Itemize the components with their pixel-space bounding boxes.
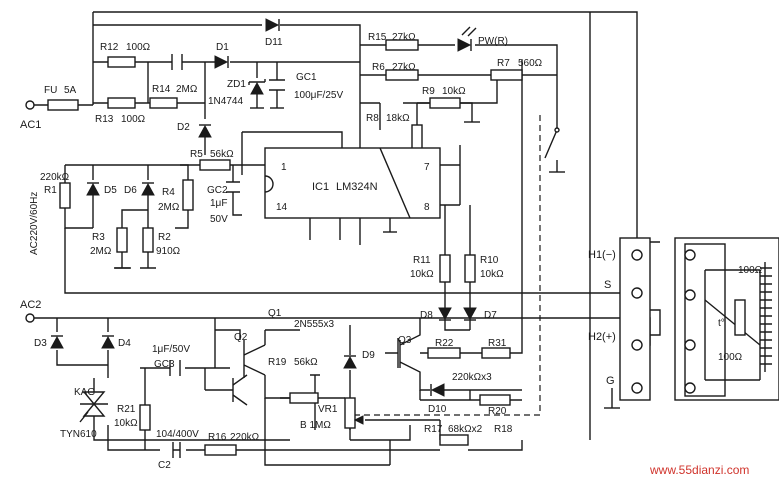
ic-pin-14: 14: [276, 202, 288, 213]
r15-value: 27kΩ: [392, 32, 416, 43]
d4-label: D4: [118, 338, 131, 349]
r-group-value: 220kΩx3: [452, 372, 492, 383]
dashed-links: [355, 115, 541, 416]
ic-pin-8: 8: [424, 202, 430, 213]
r11-value: 10kΩ: [410, 269, 434, 280]
ac1-label: AC1: [20, 119, 41, 131]
zd1-part: 1N4744: [208, 96, 243, 107]
c2-label: C2: [158, 460, 171, 471]
d2-label: D2: [177, 122, 190, 133]
fuse-rating: 5A: [64, 85, 77, 96]
r14-label: R14: [152, 84, 171, 95]
r8-value: 18kΩ: [386, 113, 410, 124]
component-bodies: [25, 18, 779, 458]
s-label: S: [604, 279, 611, 291]
r2-label: R2: [158, 232, 171, 243]
d3-label: D3: [34, 338, 47, 349]
q3-label: Q3: [398, 335, 412, 346]
r7-label: R7: [497, 58, 510, 69]
h1-label: H1(−): [588, 249, 616, 261]
d10-label: D10: [428, 404, 447, 415]
r17-label: R17: [424, 424, 443, 435]
r19-value: 56kΩ: [294, 357, 318, 368]
r13-value: 100Ω: [121, 114, 146, 125]
r12-label: R12: [100, 42, 119, 53]
r8-label: R8: [366, 113, 379, 124]
r11-label: R11: [413, 255, 431, 266]
r19-label: R19: [268, 357, 287, 368]
component-labels: FU 5A AC1 R12 100Ω R13 100Ω R14 2MΩ D1 D…: [20, 32, 763, 477]
r1-label: R1: [44, 185, 57, 196]
gc1-label: GC1: [296, 72, 317, 83]
r13-label: R13: [95, 114, 114, 125]
vr1-value: B 1MΩ: [300, 420, 331, 431]
r22-label: R22: [435, 338, 454, 349]
r6-value: 27kΩ: [392, 62, 416, 73]
h2-label: H2(+): [588, 331, 616, 343]
d1-label: D1: [216, 42, 229, 53]
r5-label: R5: [190, 149, 203, 160]
gc1-value: 100μF/25V: [294, 90, 343, 101]
pw-led-label: PW(R): [478, 36, 508, 47]
kag-label: KAG: [74, 387, 95, 398]
sensor-r-bottom: 100Ω: [718, 352, 743, 363]
ac2-label: AC2: [20, 299, 41, 311]
r1-value: 220kΩ: [40, 172, 70, 183]
c2-value: 104/400V: [156, 429, 199, 440]
r16-value: 220kΩ: [230, 432, 260, 443]
r4-label: R4: [162, 187, 175, 198]
r10-label: R10: [480, 255, 499, 266]
r6-label: R6: [372, 62, 385, 73]
gc2-value-1: 1μF: [210, 198, 227, 209]
sensor-r-top: 100Ω: [738, 265, 763, 276]
ic-pin-7: 7: [424, 162, 430, 173]
gc2-value-2: 50V: [210, 214, 228, 225]
r3-value: 2MΩ: [90, 246, 112, 257]
r21-value: 10kΩ: [114, 418, 138, 429]
r2-value: 910Ω: [156, 246, 181, 257]
r31-label: R31: [488, 338, 507, 349]
d8-label: D8: [420, 310, 433, 321]
q2-label: Q2: [234, 332, 248, 343]
r3-label: R3: [92, 232, 105, 243]
q1-label: Q1: [268, 308, 282, 319]
r14-value: 2MΩ: [176, 84, 198, 95]
supply-label: AC220V/60Hz: [29, 192, 40, 255]
r18-label: R18: [494, 424, 513, 435]
gc2-label: GC2: [207, 185, 228, 196]
d9-label: D9: [362, 350, 375, 361]
vr1-label: VR1: [318, 404, 338, 415]
r9-label: R9: [422, 86, 435, 97]
d11-label: D11: [265, 37, 283, 48]
r4-value: 2MΩ: [158, 202, 180, 213]
gc3-label: GC3: [154, 359, 175, 370]
r17-value: 68kΩx2: [448, 424, 483, 435]
r10-value: 10kΩ: [480, 269, 504, 280]
watermark-text: www.55dianzi.com: [649, 463, 749, 477]
d5-label: D5: [104, 185, 117, 196]
zd1-label: ZD1: [227, 79, 246, 90]
ic1-label: IC1: [312, 181, 329, 193]
r5-value: 56kΩ: [210, 149, 234, 160]
r7-value: 560Ω: [518, 58, 543, 69]
g-label: G: [606, 375, 615, 387]
r21-label: R21: [117, 404, 136, 415]
triac-part: TYN610: [60, 429, 97, 440]
d7-label: D7: [484, 310, 497, 321]
r12-value: 100Ω: [126, 42, 151, 53]
r15-label: R15: [368, 32, 387, 43]
fuse-label: FU: [44, 85, 57, 96]
d6-label: D6: [124, 185, 137, 196]
gc3-value: 1μF/50V: [152, 344, 190, 355]
sensor-t-label: t°: [718, 318, 725, 329]
r9-value: 10kΩ: [442, 86, 466, 97]
ic-pin-1: 1: [281, 162, 287, 173]
q1-part: 2N555x3: [294, 319, 334, 330]
r20-label: R20: [488, 406, 507, 417]
r16-label: R16: [208, 432, 227, 443]
ic1-part: LM324N: [336, 181, 378, 193]
